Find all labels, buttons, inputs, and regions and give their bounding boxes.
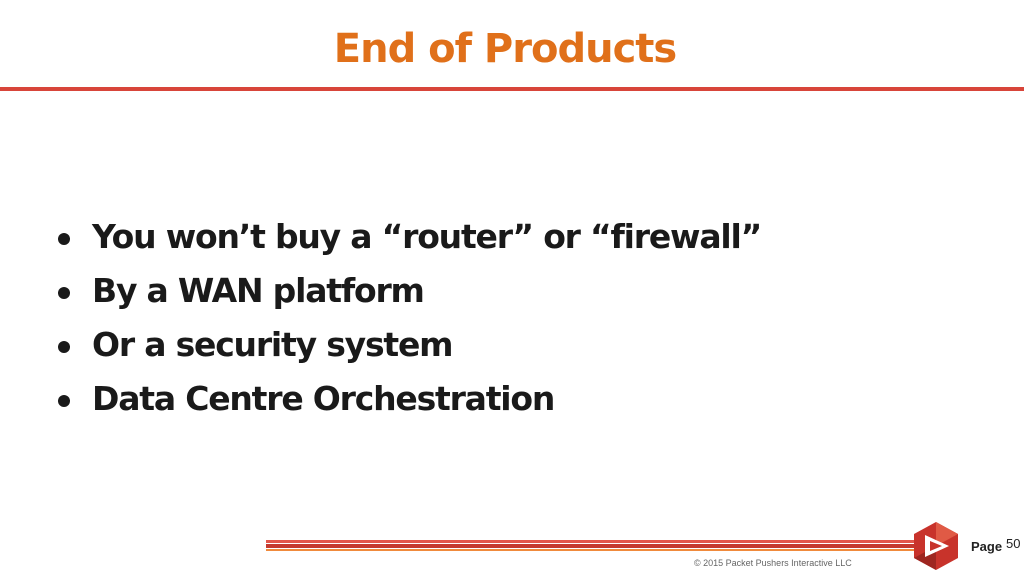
page-label: Page xyxy=(971,539,1003,554)
page-number: 50 xyxy=(1006,536,1021,551)
footer-stripe xyxy=(266,540,916,552)
bullet-list: You won’t buy a “router” or “firewall” B… xyxy=(52,210,762,426)
bullet-item: Or a security system xyxy=(52,318,761,372)
bullet-dot-icon xyxy=(58,395,70,407)
bullet-text: Or a security system xyxy=(92,325,454,364)
bullet-dot-icon xyxy=(58,341,70,353)
bullet-dot-icon xyxy=(58,287,70,299)
bullet-item: Data Centre Orchestration xyxy=(52,372,761,426)
bullet-text: You won’t buy a “router” or “firewall” xyxy=(92,217,762,256)
bullet-item: By a WAN platform xyxy=(52,264,761,318)
packet-pushers-logo-icon xyxy=(914,522,958,570)
bullet-dot-icon xyxy=(58,233,70,245)
title-divider xyxy=(0,87,1024,91)
copyright-notice: © 2015 Packet Pushers Interactive LLC xyxy=(694,558,852,568)
bullet-text: Data Centre Orchestration xyxy=(92,379,555,418)
bullet-text: By a WAN platform xyxy=(92,271,425,310)
bullet-item: You won’t buy a “router” or “firewall” xyxy=(52,210,762,264)
slide-title: End of Products xyxy=(333,26,677,72)
